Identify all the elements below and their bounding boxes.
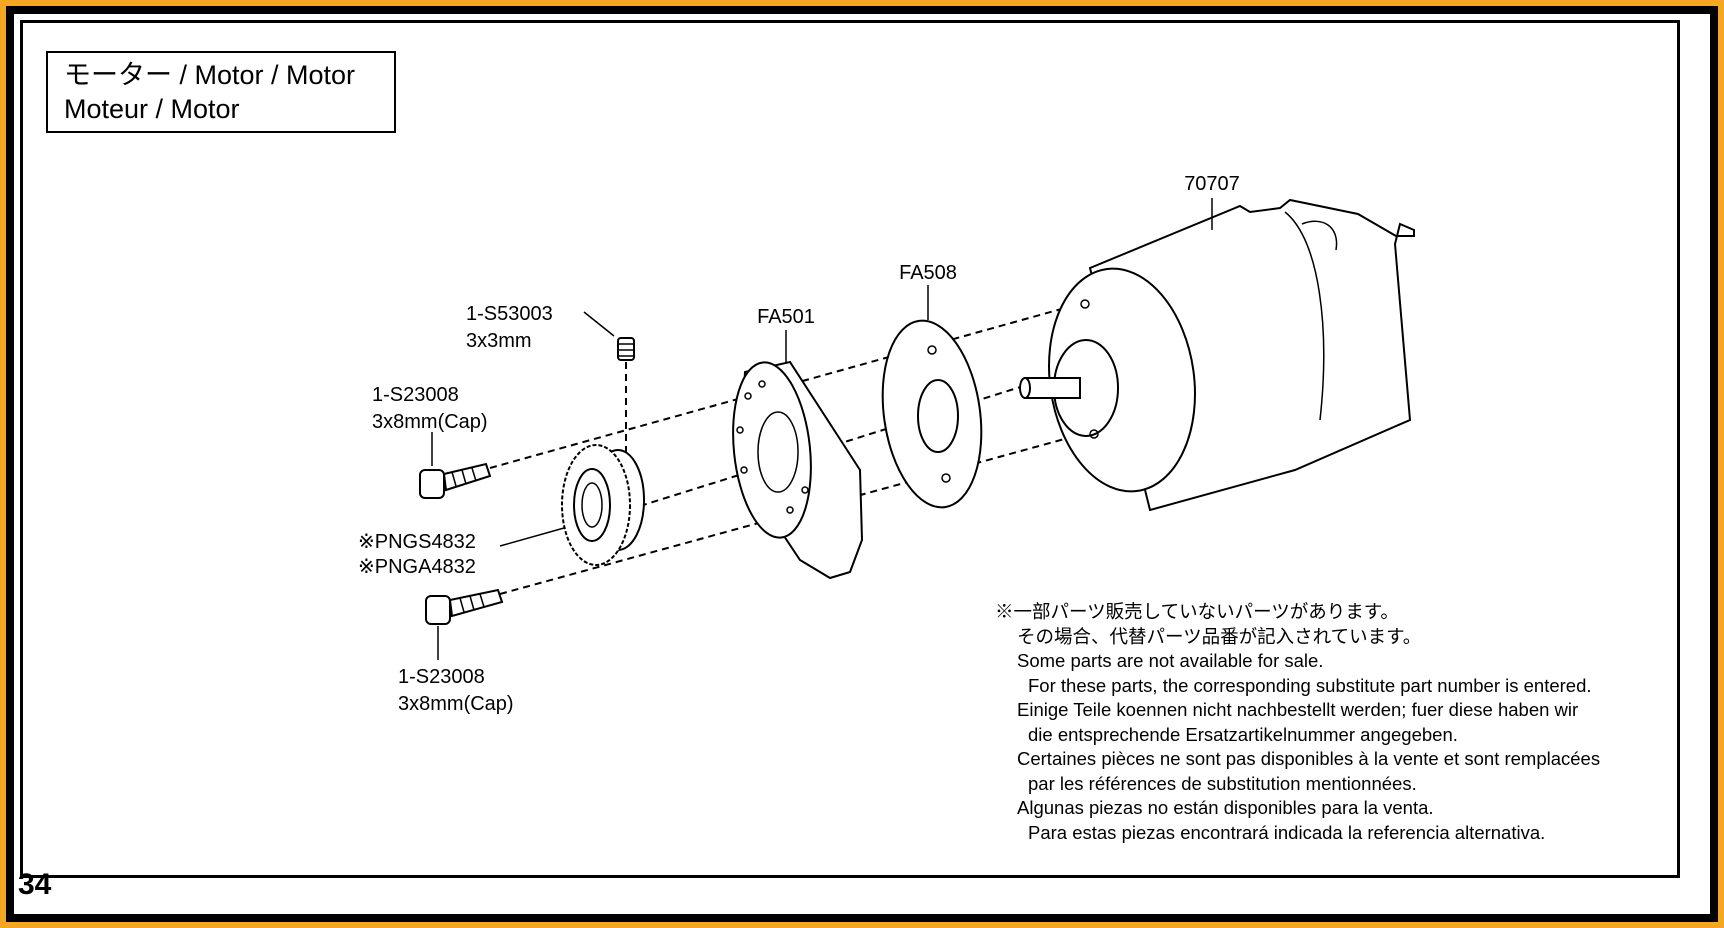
label-gear-code-2: ※PNGA4832	[358, 556, 476, 578]
note-line: Algunas piezas no están disponibles para…	[1017, 797, 1434, 818]
note-line: Einige Teile koennen nicht nachbestellt …	[1017, 699, 1579, 720]
label-spacer-code: FA508	[899, 262, 957, 284]
label-plate-code: FA501	[757, 306, 815, 328]
cap-screw-lower	[425, 588, 504, 660]
note-line: Some parts are not available for sale.	[1017, 650, 1324, 671]
label-upper-screw-size: 3x8mm(Cap)	[372, 411, 488, 433]
note-line: その場合、代替パーツ品番が記入されています。	[1017, 625, 1422, 647]
note-line: For these parts, the corresponding subst…	[1028, 674, 1592, 696]
label-upper-screw-code: 1-S23008	[372, 384, 459, 406]
spacer-fa508	[881, 285, 983, 509]
note-line: par les références de substitution menti…	[1028, 772, 1417, 794]
label-setscrew-code: 1-S53003	[466, 303, 553, 325]
assembly-line-upper	[489, 307, 1066, 469]
label-lower-screw-code: 1-S23008	[398, 666, 485, 688]
note-line: ※一部パーツ販売していないパーツがあります。	[995, 601, 1399, 622]
diagram-border	[20, 20, 1680, 878]
page-number: 34	[18, 868, 52, 901]
section-title-line1: モーター / Motor / Motor	[64, 60, 356, 90]
section-title: モーター / Motor / Motor Moteur / Motor	[46, 51, 396, 133]
set-screw-1-s53003	[583, 311, 635, 361]
manual-page	[14, 14, 1710, 914]
motor-plate-fa501	[732, 330, 864, 580]
motor-70707	[1019, 198, 1415, 512]
label-motor-code: 70707	[1184, 173, 1240, 195]
note-line: die entsprechende Ersatzartikelnummer an…	[1028, 723, 1458, 745]
cap-screw-upper	[419, 432, 492, 499]
note-line: Para estas piezas encontrará indicada la…	[1028, 821, 1546, 843]
availability-notes: ※一部パーツ販売していないパーツがあります。 その場合、代替パーツ品番が記入され…	[995, 600, 1600, 845]
label-lower-screw-size: 3x8mm(Cap)	[398, 693, 514, 715]
label-setscrew-size: 3x3mm	[466, 330, 532, 352]
section-title-line2: Moteur / Motor	[64, 94, 240, 124]
pinion-gear	[499, 444, 645, 566]
label-gear-code-1: ※PNGS4832	[358, 531, 476, 553]
note-line: Certaines pièces ne sont pas disponibles…	[1017, 748, 1601, 769]
